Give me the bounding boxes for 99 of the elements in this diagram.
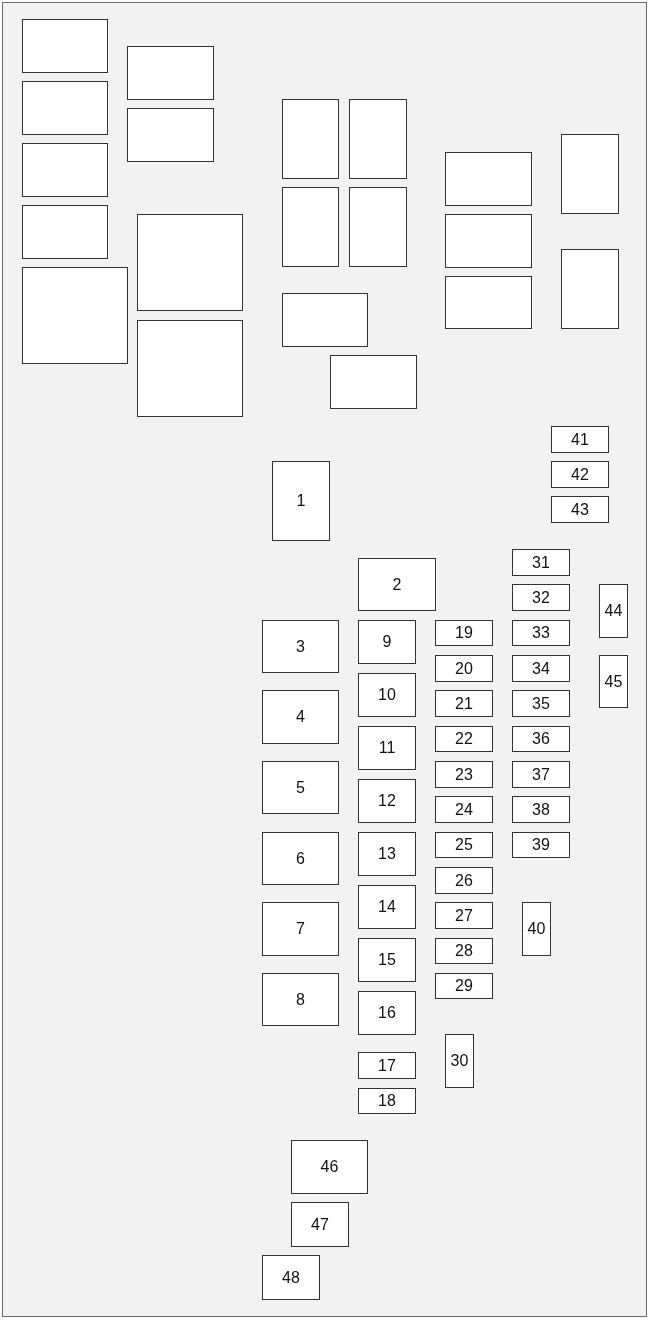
fuse-slot — [435, 867, 493, 894]
fuse-number: 41 — [571, 430, 589, 449]
fuse-slot — [599, 584, 628, 638]
fuse-slot — [262, 973, 339, 1026]
fuse-slot — [358, 620, 416, 664]
fuse-number: 37 — [532, 765, 550, 784]
fuse-number: 35 — [532, 694, 550, 713]
fuse-slot — [551, 426, 609, 453]
fuse-number: 8 — [296, 990, 305, 1009]
fuse-slot — [358, 938, 416, 982]
fuse-slot — [512, 549, 570, 576]
fuse-number: 4 — [296, 708, 305, 726]
relay-slot — [22, 81, 108, 135]
fuse-number: 21 — [455, 694, 473, 713]
fuse-slot — [435, 761, 493, 788]
fuse-number: 6 — [296, 849, 305, 868]
fuse-number: 3 — [296, 637, 305, 656]
fuse-number: 24 — [455, 800, 473, 819]
fuse-number: 2 — [392, 575, 402, 594]
relay-slot — [137, 320, 243, 417]
fuse-number: 7 — [296, 920, 305, 938]
relay-slot — [330, 355, 417, 409]
fuse-slot — [358, 832, 416, 876]
relay-slot — [282, 99, 339, 179]
fuse-slot — [512, 620, 570, 646]
fuse-slot — [291, 1202, 349, 1247]
fuse-number: 14 — [378, 898, 396, 916]
fuse-slot — [262, 690, 339, 744]
relay-slot — [561, 134, 619, 214]
fuse-number: 23 — [455, 765, 473, 784]
fuse-number: 26 — [455, 871, 473, 890]
fuse-slot — [358, 1088, 416, 1114]
fuse-slot — [262, 832, 339, 885]
fuse-number: 48 — [282, 1268, 300, 1287]
fuse-slot — [262, 761, 339, 814]
fuse-number: 42 — [571, 465, 589, 484]
fuse-slot — [435, 973, 493, 999]
fuse-number: 40 — [527, 920, 546, 938]
fuse-slot — [262, 1255, 320, 1300]
fuse-number: 38 — [532, 800, 550, 819]
relay-slot — [22, 205, 108, 259]
relay-slot — [445, 152, 532, 206]
fuse-slot — [445, 1034, 474, 1088]
fuse-slot — [522, 902, 551, 956]
relay-slot — [137, 214, 243, 311]
fuse-number: 12 — [378, 792, 396, 810]
fuse-slot — [358, 1052, 416, 1079]
relay-slot — [445, 214, 532, 268]
fuse-number: 18 — [378, 1092, 396, 1110]
fuse-number: 30 — [450, 1052, 469, 1070]
fuse-number: 25 — [455, 836, 473, 854]
fuse-number: 43 — [571, 500, 589, 519]
fuse-number: 46 — [320, 1158, 339, 1176]
fuse-number: 13 — [378, 845, 396, 863]
fuse-slot — [358, 558, 436, 611]
fuse-number: 5 — [296, 778, 305, 797]
fuse-slot — [291, 1140, 368, 1194]
fuse-slot — [358, 991, 416, 1035]
fuse-number: 33 — [532, 624, 550, 642]
fuse-slot — [262, 620, 339, 673]
fuse-number: 36 — [532, 730, 550, 748]
relay-slot — [561, 249, 619, 329]
fuse-slot — [272, 461, 330, 541]
fuse-number: 15 — [378, 951, 396, 969]
fuse-number: 27 — [455, 906, 473, 925]
fuse-slot — [512, 690, 570, 717]
fuse-number: 16 — [378, 1004, 396, 1022]
fuse-slot — [599, 655, 628, 708]
fuse-slot — [512, 655, 570, 682]
relay-slot — [127, 108, 214, 162]
fuse-number: 44 — [604, 602, 623, 620]
fuse-number: 47 — [311, 1215, 329, 1234]
fuse-slot — [512, 832, 570, 858]
fuse-number: 45 — [604, 672, 623, 691]
fuse-slot — [512, 761, 570, 788]
fuse-slot — [435, 796, 493, 823]
fuse-number: 39 — [532, 836, 550, 854]
relay-slot — [22, 19, 108, 73]
fuse-number: 17 — [378, 1056, 396, 1075]
fuse-number: 32 — [532, 588, 550, 607]
fuse-slot — [551, 496, 609, 523]
relay-slot — [349, 99, 407, 179]
fuse-slot — [435, 620, 493, 646]
fuse-number: 19 — [455, 624, 473, 642]
relay-slot — [349, 187, 407, 267]
fuse-slot — [262, 902, 339, 956]
relay-slot — [22, 267, 128, 364]
relay-slot — [127, 46, 214, 100]
fuse-number: 29 — [455, 977, 473, 995]
fuse-number: 34 — [532, 659, 550, 678]
fuse-slot — [435, 690, 493, 717]
fuse-number: 22 — [455, 730, 473, 748]
fuse-slot — [358, 673, 416, 717]
fuse-number: 20 — [455, 659, 473, 678]
relay-slot — [445, 276, 532, 329]
fuse-slot — [358, 779, 416, 823]
fuse-number: 1 — [296, 492, 306, 510]
fuse-slot — [435, 902, 493, 929]
fuse-slot — [358, 885, 416, 929]
